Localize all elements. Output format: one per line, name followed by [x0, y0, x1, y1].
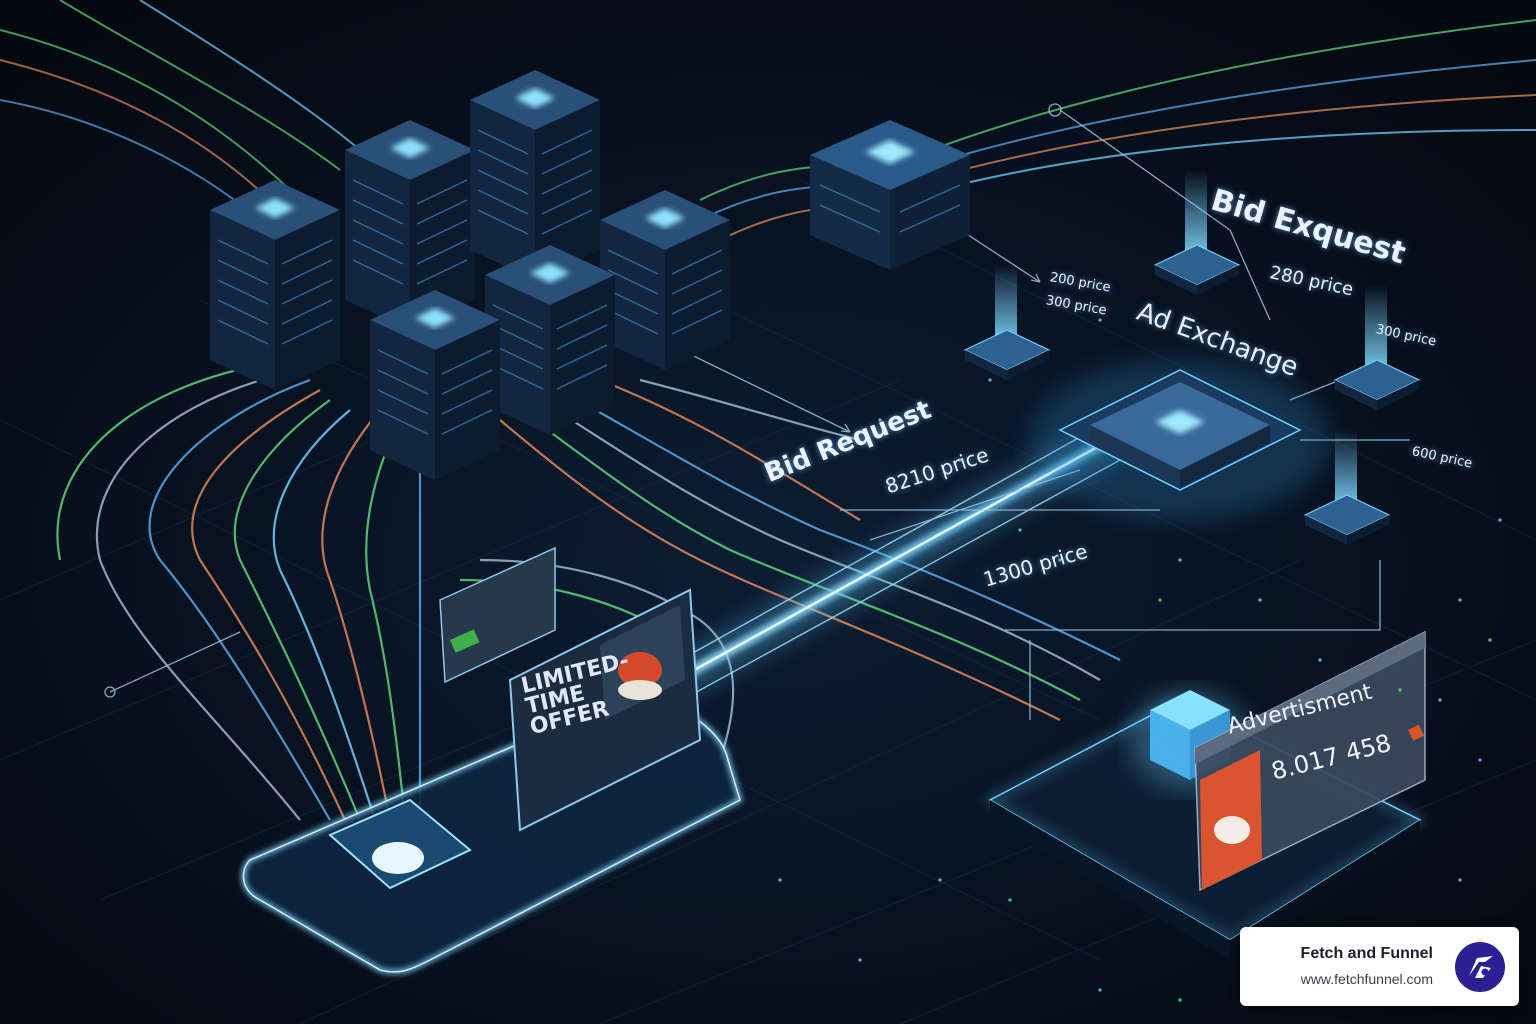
funnel-logo-icon [1469, 956, 1493, 978]
small-floating-panel [439, 546, 556, 684]
bidder-nodes [963, 170, 1421, 545]
server-cube [810, 120, 970, 270]
bidder-node [1333, 285, 1421, 410]
server-tower [470, 70, 600, 280]
brand-name: Fetch and Funnel [1300, 945, 1433, 962]
tablet-ad-panel [508, 588, 702, 832]
brand-url[interactable]: www.fetchfunnel.com [1300, 971, 1433, 987]
advertisement-window [1194, 630, 1426, 892]
bidder-node [963, 265, 1051, 380]
bidder-node [1153, 170, 1241, 295]
particle-dots [778, 318, 1502, 992]
brand-card[interactable]: Fetch and Funnel www.fetchfunnel.com [1240, 927, 1519, 1006]
cable-bundle [56, 358, 1121, 821]
server-tower [485, 245, 615, 435]
data-beam [622, 422, 1128, 718]
bidder-node [1303, 430, 1391, 545]
server-cluster [210, 70, 970, 480]
server-tower [345, 120, 475, 330]
server-tower [600, 190, 730, 370]
brand-logo-icon [1455, 942, 1505, 992]
particle-dots-green [1008, 558, 1492, 1002]
server-tower [370, 290, 500, 480]
server-tower [210, 180, 340, 390]
ad-exchange-chip [1030, 360, 1330, 520]
